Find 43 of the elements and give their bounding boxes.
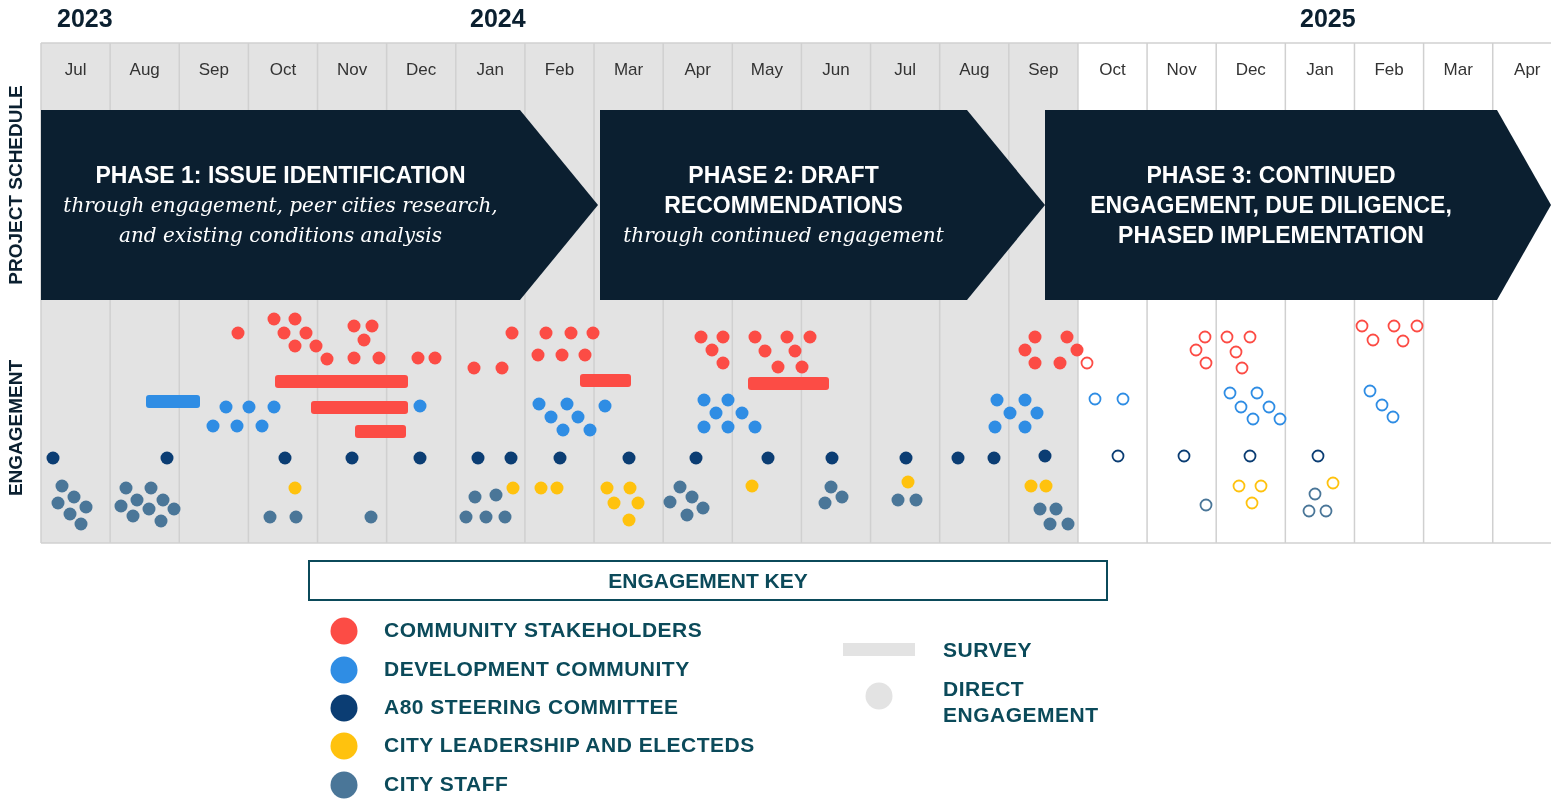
key-title-box: ENGAGEMENT KEY (308, 560, 1108, 601)
legend-label: COMMUNITY STAKEHOLDERS (384, 618, 703, 642)
month-label: Oct (268, 59, 298, 81)
month-label: Jul (893, 59, 917, 81)
year-label: 2023 (57, 4, 113, 33)
phase-banner (41, 110, 598, 300)
phase-title: PHASE 1: ISSUE IDENTIFICATION (95, 161, 466, 190)
month-label: Sep (197, 59, 230, 81)
legend-label: DIRECT ENGAGEMENT (943, 676, 1100, 728)
row-label: ENGAGEMENT (5, 358, 27, 499)
legend-label: SURVEY (943, 637, 1033, 663)
month-label: Jul (63, 59, 88, 81)
month-label: Nov (335, 59, 369, 81)
month-label: Feb (543, 59, 576, 81)
month-label: Mar (612, 59, 645, 81)
month-label: May (749, 59, 784, 81)
month-label: Sep (1027, 59, 1060, 81)
month-label: Jan (1305, 59, 1335, 81)
year-label: 2025 (1300, 4, 1356, 33)
month-label: Feb (1373, 59, 1405, 81)
month-label: Apr (683, 59, 712, 81)
month-label: Oct (1098, 59, 1127, 81)
phase-banner (1045, 110, 1551, 300)
month-label: Dec (1234, 59, 1267, 81)
row-label: PROJECT SCHEDULE (5, 84, 27, 287)
month-label: Dec (405, 59, 438, 81)
phase-description: through engagement, peer cities research, and existing conditions analysis (62, 192, 499, 249)
year-label: 2024 (470, 4, 526, 33)
legend-label: CITY STAFF (384, 772, 509, 796)
phase-title: PHASE 2: DRAFT RECOMMENDATIONS (663, 161, 904, 220)
month-label: Jan (475, 59, 506, 81)
phase-description: through continued engagement (623, 222, 944, 249)
legend-label: A80 STEERING COMMITTEE (384, 695, 679, 719)
month-label: Aug (958, 59, 991, 81)
month-label: Nov (1165, 59, 1198, 81)
month-label: Apr (1513, 59, 1542, 81)
phase-title: PHASE 3: CONTINUED ENGAGEMENT, DUE DILIGENCE, PHASED IMPLEMENTATION (1089, 161, 1453, 250)
legend-label: DEVELOPMENT COMMUNITY (384, 657, 690, 681)
month-label: Mar (1442, 59, 1474, 81)
phase-banner (600, 110, 1045, 300)
month-label: Jun (821, 59, 851, 81)
month-label: Aug (128, 59, 161, 81)
legend-label: CITY LEADERSHIP AND ELECTEDS (384, 733, 755, 757)
